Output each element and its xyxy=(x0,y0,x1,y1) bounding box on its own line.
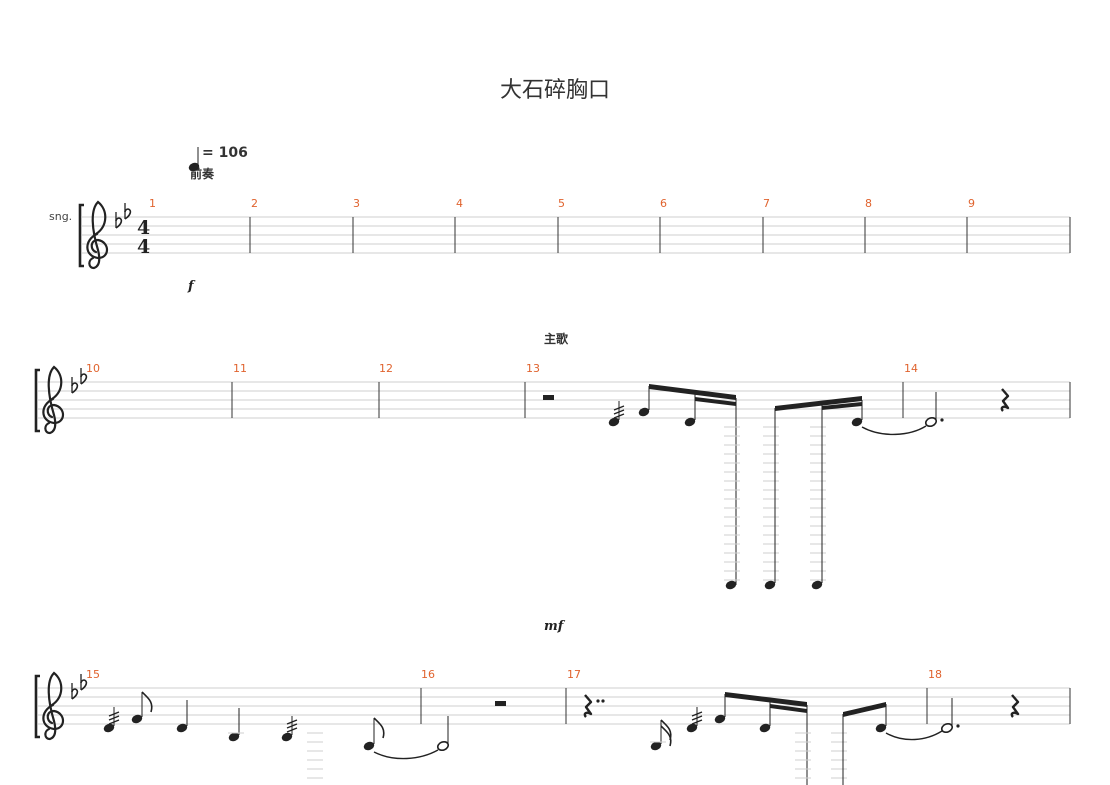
half-rest-icon xyxy=(543,395,554,400)
tremolo-icon xyxy=(108,711,120,725)
system-2 xyxy=(34,365,1071,591)
system-bracket xyxy=(34,674,40,739)
barlines xyxy=(231,382,1071,418)
measure-number: 13 xyxy=(526,362,540,375)
dynamic-forte: f xyxy=(188,279,194,294)
measure-number: 16 xyxy=(421,668,435,681)
measure-number: 2 xyxy=(251,197,258,210)
tremolo-icon xyxy=(286,719,298,733)
beam xyxy=(775,396,862,411)
measure-number: 10 xyxy=(86,362,100,375)
tremolo-icon xyxy=(691,711,703,725)
measure-number: 4 xyxy=(456,197,463,210)
measure-number: 14 xyxy=(904,362,918,375)
measure-number: 15 xyxy=(86,668,100,681)
measure-number: 11 xyxy=(233,362,247,375)
half-rest-icon xyxy=(495,701,506,706)
verse-label: 主歌 xyxy=(544,332,569,346)
system-3 xyxy=(34,671,1071,785)
dot-icon xyxy=(940,418,944,422)
staff-lines xyxy=(38,381,1070,419)
barlines xyxy=(249,217,1071,253)
dot-icon xyxy=(956,724,960,728)
time-signature-top: 4 xyxy=(137,217,150,239)
tempo-marking: = 106 xyxy=(202,145,248,161)
flag-icon xyxy=(373,717,385,739)
measure-number: 12 xyxy=(379,362,393,375)
measure-number: 7 xyxy=(763,197,770,210)
measure-number: 18 xyxy=(928,668,942,681)
tie xyxy=(885,730,943,741)
dynamic-mezzo-forte: mf xyxy=(544,619,564,634)
measure-number: 1 xyxy=(149,197,156,210)
tempo-note-icon xyxy=(187,161,201,173)
ledger-lines xyxy=(307,732,323,779)
instrument-label: sng. xyxy=(49,210,73,223)
time-signature-bottom: 4 xyxy=(137,236,150,258)
beam xyxy=(725,692,807,707)
beam xyxy=(770,704,807,713)
system-1: 4 4 xyxy=(78,147,1071,270)
staff-lines xyxy=(38,687,1070,725)
measure-number: 6 xyxy=(660,197,667,210)
measure-number: 5 xyxy=(558,197,565,210)
measure-number: 9 xyxy=(968,197,975,210)
system-bracket xyxy=(34,368,40,433)
system-bracket xyxy=(78,203,84,268)
ledger-lines xyxy=(724,426,826,581)
dot-icon xyxy=(596,699,600,703)
beam xyxy=(695,397,736,406)
tie xyxy=(373,749,439,760)
barlines xyxy=(420,688,1071,724)
flag-icon xyxy=(141,691,153,713)
score-title: 大石碎胸口 xyxy=(499,78,610,103)
ledger-lines xyxy=(795,732,847,779)
measure-number: 8 xyxy=(865,197,872,210)
dot-icon xyxy=(601,699,605,703)
intro-label: 前奏 xyxy=(190,167,215,181)
measure-number: 3 xyxy=(353,197,360,210)
beam xyxy=(649,384,736,400)
measure-number: 17 xyxy=(567,668,581,681)
staff-lines xyxy=(82,216,1070,254)
tremolo-icon xyxy=(613,405,625,419)
beam xyxy=(843,702,886,717)
flag-icon xyxy=(660,725,672,747)
beam xyxy=(822,402,862,410)
tie xyxy=(861,425,927,436)
